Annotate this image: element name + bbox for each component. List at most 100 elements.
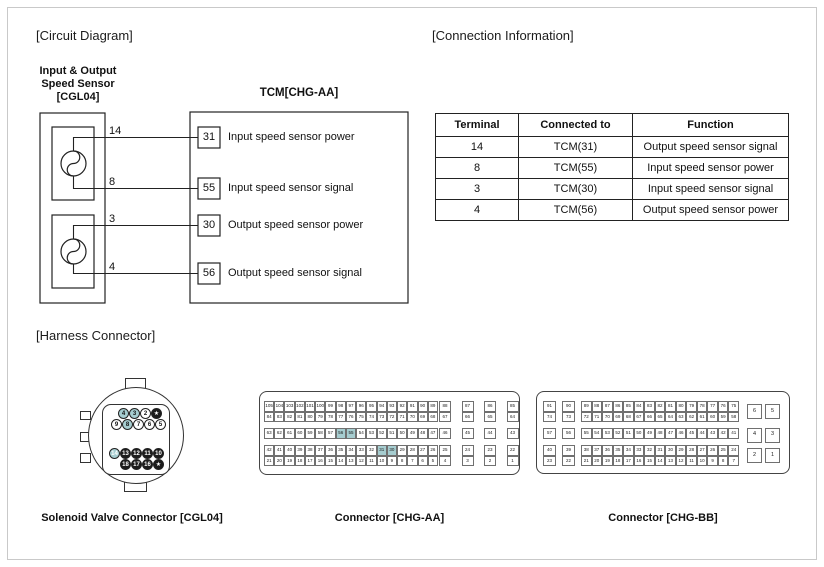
tcm-pin-label-56: 56 — [202, 267, 216, 279]
chgbb-pin-20: 20 — [591, 455, 603, 466]
chgaa-pin-59: 59 — [304, 428, 316, 439]
chgbb-pin-82: 82 — [654, 401, 666, 412]
chgaa-pin-30: 30 — [386, 445, 398, 456]
chgaa-pin-58: 58 — [315, 428, 326, 439]
input-sensor-box — [51, 126, 95, 201]
sensor-pin-label-3: 3 — [109, 213, 116, 225]
chgbb-pin-24: 24 — [728, 445, 739, 456]
chgbb-pin-54: 54 — [591, 428, 603, 439]
chgbb-pin-9: 9 — [707, 455, 718, 466]
chgaa-pin-71: 71 — [397, 411, 408, 422]
chgaa-pin-84: 84 — [264, 411, 275, 422]
cgl04-pin-11: 11 — [142, 448, 153, 459]
chgaa-pin-3: 3 — [461, 455, 474, 466]
chgbb-pin-27: 27 — [696, 445, 708, 456]
chgaa-pin-90: 90 — [417, 401, 428, 412]
chgbb-pin-31: 31 — [654, 445, 666, 456]
chgaa-pin-93: 93 — [386, 401, 398, 412]
chgbb-pin-45: 45 — [686, 428, 697, 439]
cell-connected-to: TCM(30) — [518, 178, 633, 200]
chgbb-pin-32: 32 — [644, 445, 655, 456]
chgbb-pin-29: 29 — [675, 445, 687, 456]
chgaa-pin-16: 16 — [315, 455, 326, 466]
cgl04-pin-6: 6 — [144, 419, 155, 430]
cell-connected-to: TCM(56) — [518, 199, 633, 221]
chgbb-pin-89: 89 — [581, 401, 592, 412]
chgbb-pin-60: 60 — [707, 411, 718, 422]
cell-function: Input speed sensor power — [632, 157, 789, 179]
chgbb-pin-36: 36 — [602, 445, 613, 456]
chgaa-pin-23: 23 — [484, 445, 496, 456]
table-row: 8 TCM(55) Input speed sensor power — [435, 157, 789, 179]
cell-connected-to: TCM(31) — [518, 136, 633, 158]
table-header-row: Terminal Connected to Function — [435, 113, 789, 137]
cgl04-pin-2: 2 — [140, 408, 151, 419]
table-row: 14 TCM(31) Output speed sensor signal — [435, 136, 789, 158]
chgbb-pin-77: 77 — [707, 401, 718, 412]
chgbb-pin-4: 4 — [747, 427, 762, 443]
chgaa-pin-69: 69 — [417, 411, 428, 422]
chgbb-pin-6: 6 — [747, 404, 762, 419]
sensor-pin-label-8: 8 — [109, 176, 116, 188]
chgbb-pin-48: 48 — [654, 428, 666, 439]
chgaa-pin-64: 64 — [506, 411, 519, 422]
input-sensor-symbol — [60, 150, 87, 177]
chgaa-pin-56: 56 — [335, 428, 346, 439]
chgaa-pin-72: 72 — [386, 411, 398, 422]
chgbb-pin-80: 80 — [675, 401, 687, 412]
chgaa-pin-87: 87 — [461, 401, 474, 412]
chgaa-pin-24: 24 — [461, 445, 474, 456]
chgaa-pin-47: 47 — [427, 428, 438, 439]
chgbb-pin-38: 38 — [581, 445, 592, 456]
chgaa-pin-43: 43 — [506, 428, 519, 439]
chgaa-pin-29: 29 — [397, 445, 408, 456]
chgbb-pin-50: 50 — [633, 428, 645, 439]
chgbb-pin-5: 5 — [765, 404, 780, 419]
chg-aa-connector-label: Connector [CHG-AA] — [334, 512, 445, 524]
chgaa-pin-18: 18 — [294, 455, 305, 466]
chgaa-pin-91: 91 — [407, 401, 418, 412]
chgbb-pin-87: 87 — [602, 401, 613, 412]
chgaa-pin-19: 19 — [284, 455, 295, 466]
connection-table: Terminal Connected to Function 14 TCM(31… — [435, 113, 789, 221]
chgaa-pin-5: 5 — [427, 455, 438, 466]
chgbb-pin-42: 42 — [717, 428, 729, 439]
cgl04-pin-5: 5 — [155, 419, 166, 430]
chgaa-pin-74: 74 — [366, 411, 377, 422]
chgaa-pin-98: 98 — [335, 401, 346, 412]
chgbb-pin-44: 44 — [696, 428, 708, 439]
cell-terminal: 3 — [435, 178, 519, 200]
cgl04-pin-12: 12 — [131, 448, 142, 459]
wire-4-to-56 — [72, 264, 198, 275]
cell-terminal: 8 — [435, 157, 519, 179]
chgbb-pin-57: 57 — [543, 428, 556, 439]
connection-information-section-label: [Connection Information] — [432, 28, 574, 43]
chgaa-pin-40: 40 — [284, 445, 295, 456]
cgl04-connector-label: Solenoid Valve Connector [CGL04] — [41, 512, 223, 524]
chgaa-pin-92: 92 — [397, 401, 408, 412]
chgaa-pin-86: 86 — [484, 401, 496, 412]
chgaa-pin-82: 82 — [284, 411, 295, 422]
chgbb-pin-55: 55 — [581, 428, 592, 439]
cell-function: Output speed sensor power — [632, 199, 789, 221]
sensor-connector-outline — [39, 112, 106, 304]
chgaa-pin-42: 42 — [264, 445, 275, 456]
chgaa-pin-26: 26 — [427, 445, 438, 456]
cgl04-pin-3: 3 — [129, 408, 140, 419]
cgl04-pin-16: 16 — [142, 459, 153, 470]
chgaa-pin-13: 13 — [345, 455, 357, 466]
chgaa-pin-2: 2 — [484, 455, 496, 466]
chgaa-pin-62: 62 — [274, 428, 285, 439]
tcm-pin-label-55: 55 — [202, 182, 216, 194]
cell-function: Input speed sensor signal — [632, 178, 789, 200]
chgbb-pin-35: 35 — [612, 445, 624, 456]
cgl04-pin-7: 7 — [133, 419, 144, 430]
chgaa-pin-88: 88 — [439, 401, 451, 412]
chgaa-pin-34: 34 — [345, 445, 357, 456]
sensor-label-line2: Speed Sensor — [41, 78, 115, 90]
chgaa-pin-46: 46 — [439, 428, 451, 439]
